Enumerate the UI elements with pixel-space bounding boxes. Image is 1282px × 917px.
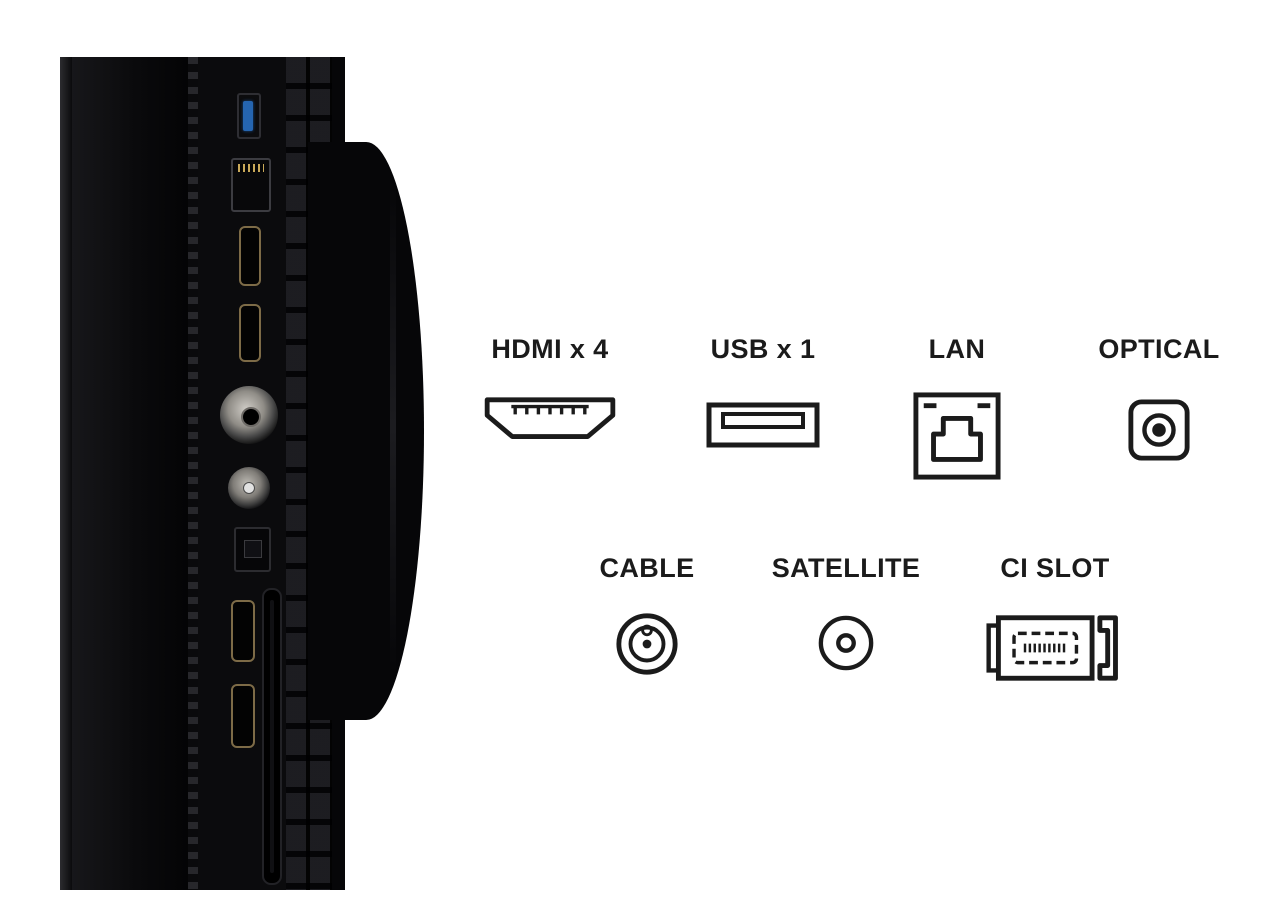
satellite-icon [818, 615, 874, 671]
satellite-connector-pin [243, 482, 255, 494]
satellite-connector [228, 467, 270, 509]
cable-rf-connector-hole [241, 407, 261, 427]
hdmi-port-3 [231, 600, 255, 662]
legend-satellite: SATELLITE [771, 553, 921, 672]
usb-port [237, 93, 261, 139]
hdmi-label: HDMI x 4 [491, 334, 609, 364]
tv-vent-dots [188, 57, 198, 890]
lan-label: LAN [928, 334, 986, 364]
legend-lan: LAN [887, 334, 1027, 481]
tv-screen-edge [60, 57, 72, 890]
tv-side-panel [60, 57, 424, 890]
legend-hdmi: HDMI x 4 [460, 334, 640, 453]
optical-port [234, 527, 271, 572]
usb-label: USB x 1 [710, 334, 816, 364]
usb-port-blue-tab [243, 101, 253, 131]
ci-slot [262, 588, 282, 885]
hdmi-port-2 [239, 304, 261, 362]
ethernet-port-pins [238, 164, 264, 172]
hdmi-port-1 [239, 226, 261, 286]
satellite-label: SATELLITE [771, 553, 921, 583]
tv-back-bulge [308, 142, 424, 720]
ci-slot-icon [986, 615, 1118, 681]
optical-label: OPTICAL [1098, 334, 1220, 364]
legend-optical: OPTICAL [1079, 334, 1239, 462]
ci-slot-label: CI SLOT [1000, 553, 1110, 583]
legend-ci-slot: CI SLOT [975, 553, 1135, 688]
cable-icon [616, 613, 678, 675]
usb-icon [706, 402, 820, 448]
tv-back-bulge-highlight [390, 177, 396, 677]
cable-rf-connector [220, 386, 278, 444]
cable-label: CABLE [599, 553, 695, 583]
legend-usb: USB x 1 [683, 334, 843, 449]
hdmi-port-4 [231, 684, 255, 748]
legend-cable: CABLE [577, 553, 717, 677]
hdmi-icon [484, 397, 616, 439]
ci-slot-slit [270, 600, 274, 873]
ethernet-port [231, 158, 271, 212]
optical-port-window [244, 540, 262, 558]
optical-icon [1128, 399, 1190, 461]
lan-icon [913, 392, 1001, 480]
tv-frame [72, 57, 188, 890]
